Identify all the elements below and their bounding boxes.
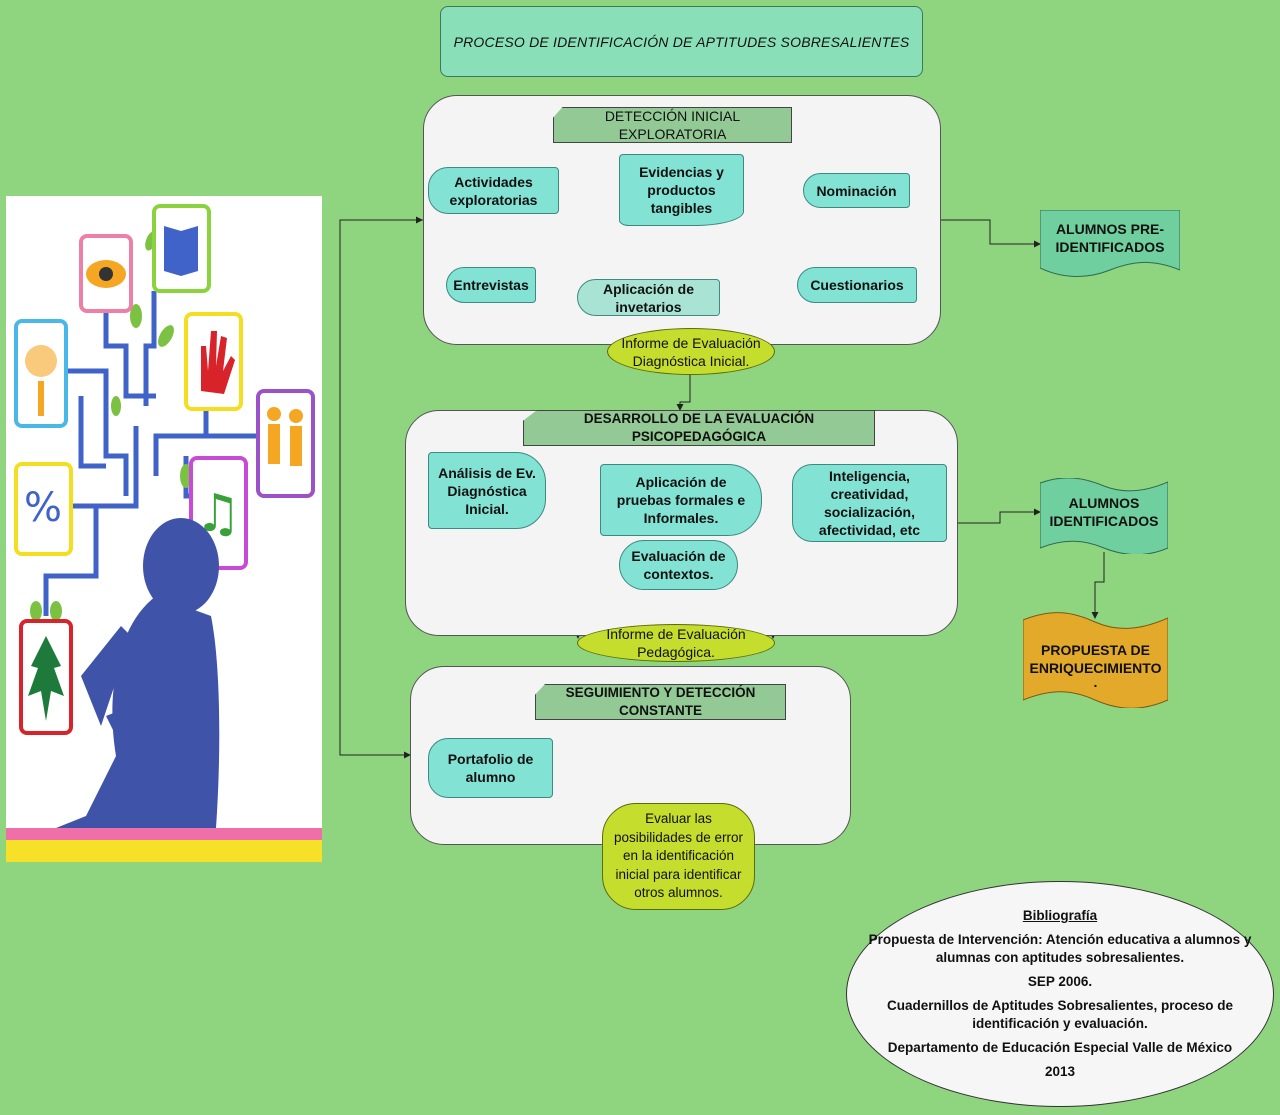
oval-evaluar-posibilidades: Evaluar las posibilidades de error en la… (602, 803, 755, 910)
node-aplicacion-inventarios: Aplicación de invetarios (577, 279, 720, 316)
eye-icon (79, 234, 133, 313)
book-icon (152, 204, 211, 293)
header-deteccion-inicial: DETECCIÓN INICIAL EXPLORATORIA (553, 107, 792, 143)
wave-propuesta: PROPUESTA DE ENRIQUECIMIENTO . (1023, 612, 1168, 708)
node-evaluacion-contextos: Evaluación de contextos. (619, 540, 738, 590)
node-actividades-exploratorias: Actividades exploratorias (428, 167, 559, 214)
tree-icon (14, 319, 68, 428)
diagram-title: PROCESO DE IDENTIFICACIÓN DE APTITUDES S… (440, 6, 923, 77)
node-inteligencia: Inteligencia, creatividad, socialización… (792, 464, 947, 542)
oval-informe-pedagogica: Informe de Evaluación Pedagógica. (577, 624, 775, 662)
bibliografia-ref-4: Departamento de Educación Especial Valle… (887, 1040, 1233, 1055)
bibliografia-ref-3: Cuadernillos de Aptitudes Sobresalientes… (886, 998, 1234, 1031)
propuesta-text: PROPUESTA DE ENRIQUECIMIENTO (1029, 642, 1162, 676)
percent-icon: % (14, 462, 73, 556)
header-desarrollo-evaluacion: DESARROLLO DE LA EVALUACIÓN PSICOPEDAGÓG… (523, 410, 875, 446)
svg-text:%: % (24, 485, 62, 531)
label-propuesta: PROPUESTA DE ENRIQUECIMIENTO . (1023, 638, 1168, 690)
wave-pre-identificados: ALUMNOS PRE-IDENTIFICADOS (1040, 210, 1180, 278)
label-identificados: ALUMNOS IDENTIFICADOS (1049, 495, 1159, 529)
propuesta-dot: . (1093, 674, 1098, 690)
leaf-icon (19, 619, 73, 735)
bibliografia-ref-2: SEP 2006. (1027, 974, 1093, 989)
node-entrevistas: Entrevistas (446, 267, 536, 303)
node-cuestionarios: Cuestionarios (797, 267, 917, 303)
oval-informe-diagnostica: Informe de Evaluación Diagnóstica Inicia… (607, 328, 775, 375)
node-nominacion: Nominación (803, 173, 910, 208)
student-illustration: % ♫ (6, 196, 322, 862)
node-analisis-ev: Análisis de Ev. Diagnóstica Inicial. (428, 452, 546, 529)
wave-identificados: ALUMNOS IDENTIFICADOS (1040, 478, 1168, 554)
bibliografia: Bibliografía Propuesta de Intervención: … (846, 881, 1274, 1107)
node-evidencias: Evidencias y productos tangibles (619, 154, 744, 226)
bibliografia-ref-5: 2013 (1044, 1064, 1076, 1079)
node-portafolio: Portafolio de alumno (428, 738, 553, 798)
bibliografia-ref-1: Propuesta de Intervención: Atención educ… (868, 932, 1252, 965)
bibliografia-heading: Bibliografía (1022, 908, 1098, 923)
people-icon (256, 389, 315, 498)
node-aplicacion-pruebas: Aplicación de pruebas formales e Informa… (600, 464, 762, 536)
reading-person (56, 518, 220, 828)
hand-icon (184, 312, 243, 411)
label-pre-identificados: ALUMNOS PRE-IDENTIFICADOS (1055, 221, 1165, 255)
header-seguimiento: SEGUIMIENTO Y DETECCIÓN CONSTANTE (535, 684, 786, 720)
